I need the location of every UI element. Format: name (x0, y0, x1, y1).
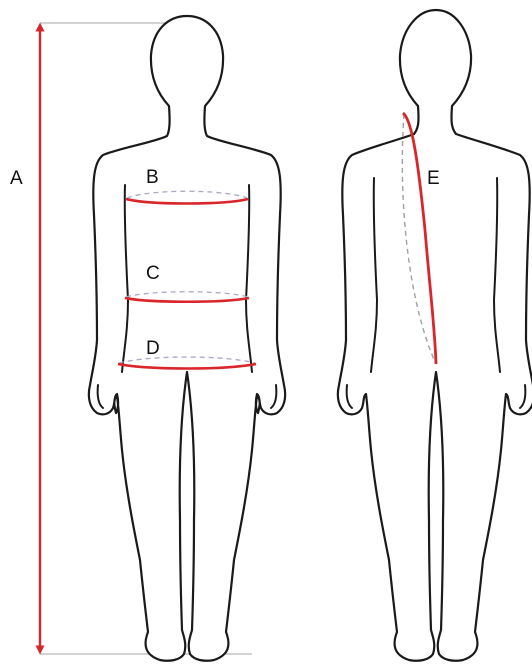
label-c: C (146, 263, 160, 284)
label-e: E (427, 168, 440, 189)
label-d: D (146, 338, 160, 359)
label-b: B (146, 167, 159, 188)
front-body-outline (89, 16, 285, 661)
label-a: A (10, 168, 23, 189)
front-body-figure (89, 16, 285, 661)
